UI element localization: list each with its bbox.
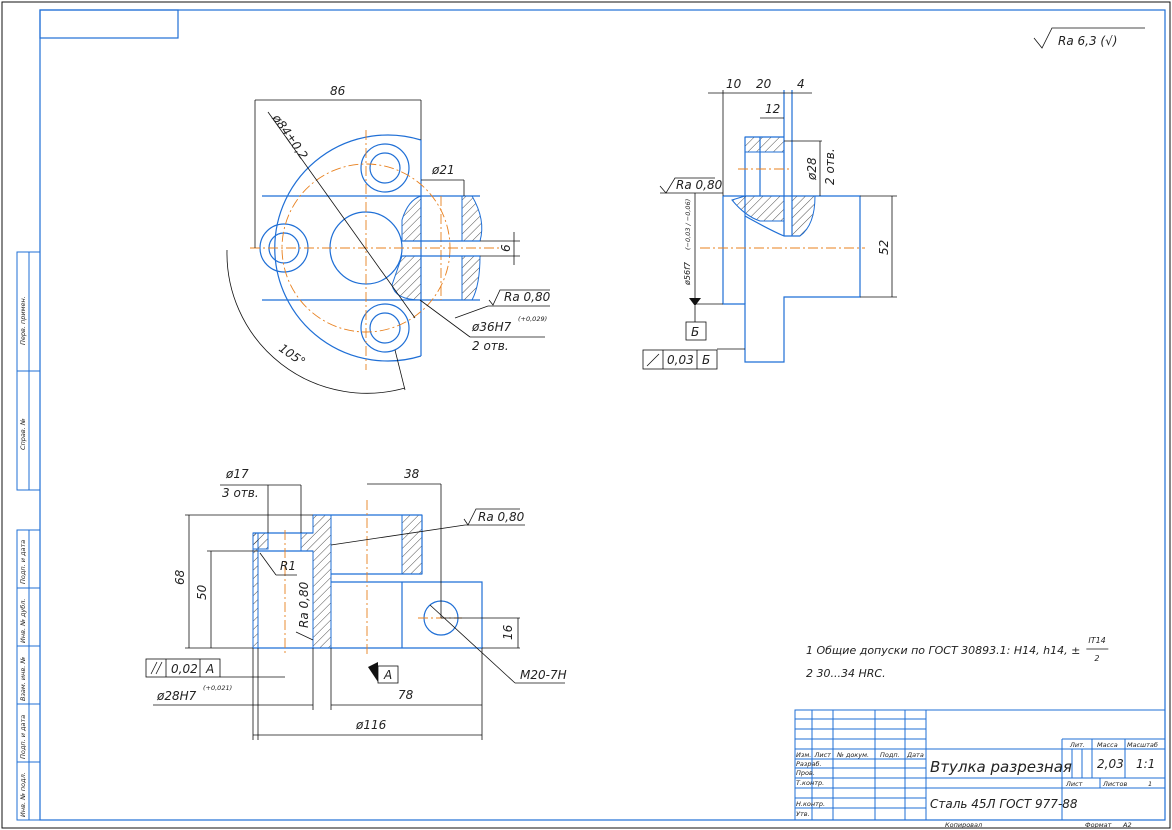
role-label: Н.контр. (796, 800, 825, 808)
dim-16: 16 (501, 624, 515, 640)
r1-label: R1 (280, 559, 296, 573)
holes-count: 2 отв. (472, 339, 509, 353)
note-fraction-den: 2 (1094, 654, 1099, 663)
note-fraction-num: IT14 (1088, 636, 1105, 645)
copied-label: Копировал (945, 821, 982, 829)
dim-12: 12 (765, 102, 780, 116)
dim-68: 68 (173, 569, 187, 585)
mass-label: Масса (1097, 741, 1118, 749)
roughness-label: Ra 0,80 (478, 510, 525, 524)
thread-label: M20-7H (520, 668, 567, 682)
part-title: Втулка разрезная (930, 758, 1072, 776)
dim-angle: 105° (276, 341, 308, 369)
datum-box (685, 321, 707, 341)
datum-label: Б (691, 325, 699, 339)
runout-datum: Б (702, 353, 710, 367)
dim-d56: ø56f7 (683, 261, 692, 286)
header-izm: Изм. (796, 751, 811, 759)
dim-d28: ø28H7 (156, 689, 197, 703)
front-view: ø17 3 отв. 38 68 50 R1 Ra 0,80 Ra 0,80 0… (145, 467, 567, 740)
dim-52: 52 (877, 240, 891, 255)
header-list: Лист (814, 751, 832, 759)
strip-label: Подп. и дата (19, 715, 27, 759)
dim-4: 4 (797, 77, 805, 91)
dim-78: 78 (398, 688, 414, 702)
strip-label: Инв. № дубл. (19, 599, 27, 643)
dim-d56-tolerance: (−0,03 / −0,06) (684, 199, 692, 250)
runout-tolerance-frame: 0,03 Б (642, 348, 745, 370)
header-date: Дата (906, 751, 924, 759)
dim-d84: ø84±0,2 (269, 111, 311, 162)
dim-d28: ø28 (805, 157, 819, 181)
strip-label: Подп. и дата (19, 540, 27, 584)
strip-label: Инв. № подл. (19, 772, 27, 817)
dim-50: 50 (195, 584, 209, 600)
sheets-label: Листов (1102, 780, 1127, 788)
role-label: Т.контр. (796, 779, 824, 787)
mass-value: 2,03 (1097, 757, 1124, 771)
parallelism-value: 0,02 (171, 662, 198, 676)
drawing-frame (39, 9, 1166, 821)
lit-label: Лит. (1069, 741, 1085, 749)
parallelism-datum: А (205, 662, 214, 676)
sheet-label: Лист (1065, 780, 1083, 788)
role-label: Пров. (796, 769, 815, 777)
general-roughness: Ra 6,3 (√) (1033, 27, 1145, 49)
dim-d28-tolerance: (+0,021) (203, 684, 232, 692)
strip-label: Перв. примен. (19, 296, 27, 345)
strip-label: Взам. инв. № (19, 657, 27, 701)
title-block: Изм. Лист № докум. Подп. Дата Разраб. Пр… (794, 709, 1166, 829)
runout-value: 0,03 (667, 353, 694, 367)
role-label: Разраб. (796, 760, 822, 768)
holes-count: 3 отв. (222, 486, 259, 500)
format-value: A2 (1122, 821, 1132, 829)
strip-label: Справ. № (19, 418, 27, 450)
format-label: Формат (1085, 821, 1112, 829)
dim-d116: ø116 (355, 718, 387, 732)
roughness-label: Ra 6,3 (√) (1058, 34, 1117, 48)
roughness-label: Ra 0,80 (504, 290, 551, 304)
note-fraction: IT14 2 (1086, 636, 1109, 663)
dim-38: 38 (404, 467, 420, 481)
roughness-label: Ra 0,80 (676, 178, 723, 192)
holes-count: 2 отв. (823, 148, 837, 185)
side-strip: Перв. примен. Справ. № Подп. и дата Инв.… (16, 251, 41, 821)
roughness-label: Ra 0,80 (297, 581, 311, 628)
parallelism-tolerance-frame: 0,02 А (145, 658, 285, 678)
header-doc: № докум. (836, 751, 869, 759)
dim-d36: ø36H7 (471, 320, 512, 334)
role-label: Утв. (796, 810, 810, 818)
runout-icon (646, 353, 660, 367)
datum-label: А (383, 668, 392, 682)
sheets-value: 1 (1148, 780, 1152, 788)
scale-label: Масштаб (1127, 741, 1158, 749)
dim-10: 10 (726, 77, 742, 91)
datum-box (377, 665, 399, 684)
note-1: 1 Общие допуски по ГОСТ 30893.1: H14, h1… (806, 644, 1080, 657)
header-sign: Подп. (880, 751, 900, 759)
technical-notes: 1 Общие допуски по ГОСТ 30893.1: H14, h1… (806, 636, 1109, 680)
dim-d17: ø17 (225, 467, 249, 481)
dim-d36-tolerance: (+0,029) (518, 315, 547, 323)
corner-box (39, 9, 179, 39)
material: Сталь 45Л ГОСТ 977-88 (930, 797, 1078, 811)
parallelism-icon (150, 661, 158, 675)
dim-6: 6 (499, 244, 513, 252)
top-view: 86 ø84±0,2 ø21 6 Ra 0,80 ø36H7 (+0,029) … (226, 84, 551, 394)
dim-86: 86 (330, 84, 346, 98)
dim-d21: ø21 (431, 163, 455, 177)
dim-20: 20 (756, 77, 772, 91)
scale-value: 1:1 (1136, 757, 1155, 771)
note-2: 2 30...34 HRC. (806, 667, 886, 680)
side-view: 10 20 4 12 ø28 2 отв. Ra 0,80 ø56f7 (−0,… (642, 77, 897, 370)
